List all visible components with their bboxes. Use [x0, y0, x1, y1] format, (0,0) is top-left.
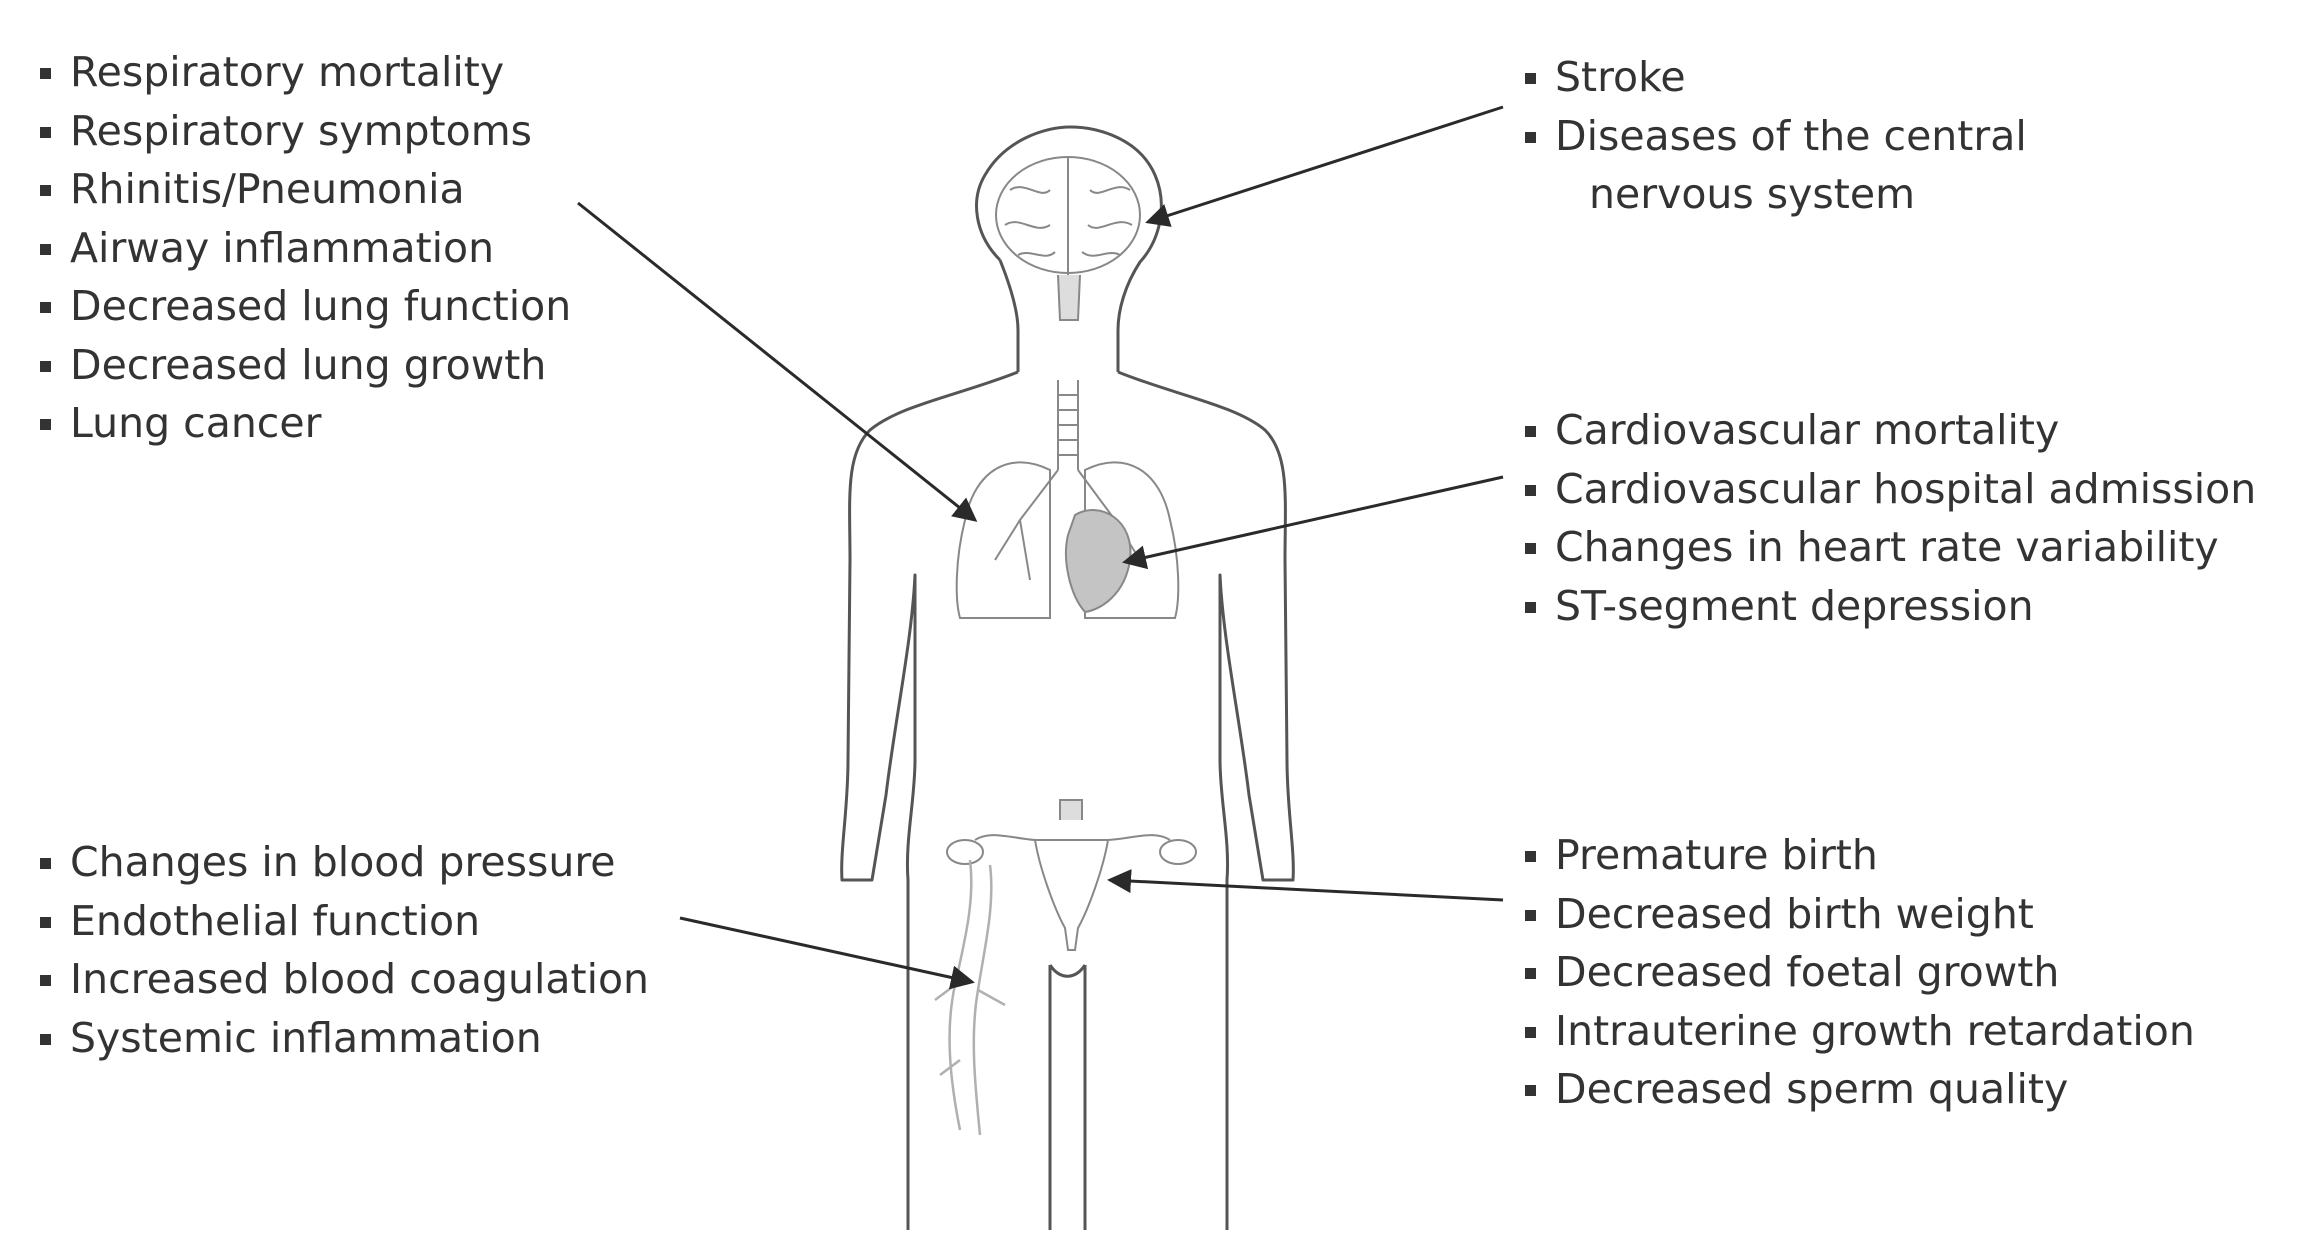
list-item: Changes in blood pressure [36, 833, 649, 892]
list-item-continuation: nervous system [1589, 170, 1916, 218]
uterus [946, 799, 1197, 951]
reproductive-effects-list: Premature birth Decreased birth weight D… [1521, 826, 2195, 1119]
arrows [577, 105, 1504, 990]
arrow-cardiovascular [1122, 475, 1504, 570]
respiratory-effects-list: Respiratory mortality Respiratory sympto… [36, 43, 571, 453]
cardiovascular-effects-list: Cardiovascular mortality Cardiovascular … [1521, 401, 2256, 635]
body-outline [840, 370, 1019, 1230]
cns-effects-list: Stroke Diseases of the central nervous s… [1521, 48, 2027, 224]
list-item: Stroke [1521, 48, 2027, 107]
arrow-reproductive [1107, 869, 1504, 902]
neck-left [998, 259, 1020, 372]
list-item: Increased blood coagulation [36, 950, 649, 1009]
list-item: Changes in heart rate variability [1521, 518, 2256, 577]
list-item: Cardiovascular hospital admission [1521, 460, 2256, 519]
list-item: Diseases of the central [1521, 107, 2027, 166]
body-outline-right [1117, 370, 1295, 1230]
head-outline [975, 125, 1163, 372]
list-item: Respiratory symptoms [36, 102, 571, 161]
list-item: Systemic inflammation [36, 1009, 649, 1068]
list-item: Rhinitis/Pneumonia [36, 160, 571, 219]
blood-vessels [934, 859, 1006, 1136]
list-item: Respiratory mortality [36, 43, 571, 102]
trachea [1057, 380, 1079, 470]
left-lung [955, 461, 1051, 619]
list-item: Intrauterine growth retardation [1521, 1002, 2195, 1061]
list-item: Cardiovascular mortality [1521, 401, 2256, 460]
list-item: Decreased lung function [36, 277, 571, 336]
list-item: Lung cancer [36, 394, 571, 453]
arrow-respiratory [577, 201, 978, 522]
list-item: Decreased sperm quality [1521, 1060, 2195, 1119]
list-item: Endothelial function [36, 892, 649, 951]
brain [995, 156, 1141, 321]
heart [1065, 509, 1132, 614]
arrow-cns [1145, 105, 1504, 227]
arrow-vascular [679, 916, 975, 990]
crotch [1048, 964, 1087, 978]
list-item: Decreased lung growth [36, 336, 571, 395]
list-item: Airway inflammation [36, 219, 571, 278]
list-item: ST-segment depression [1521, 577, 2256, 636]
list-item: Decreased birth weight [1521, 885, 2195, 944]
body-silhouette [840, 125, 1295, 1230]
right-lung [1084, 461, 1180, 619]
list-item: Premature birth [1521, 826, 2195, 885]
vascular-effects-list: Changes in blood pressure Endothelial fu… [36, 833, 649, 1067]
list-item: Decreased foetal growth [1521, 943, 2195, 1002]
